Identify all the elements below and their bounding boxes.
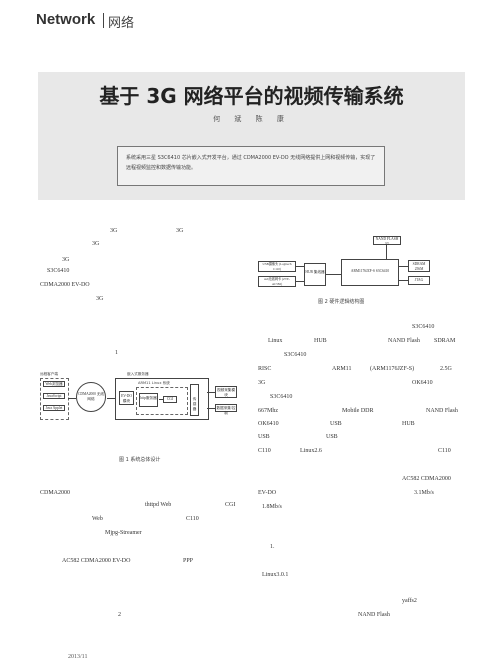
body-fragment: thttpd Web: [145, 502, 172, 508]
body-fragment: CGI: [225, 502, 236, 508]
section-divider: [103, 13, 104, 28]
body-fragment: SDRAM: [434, 338, 456, 344]
embedded-group-label: 嵌入式服务器: [127, 372, 149, 376]
body-fragment: Linux: [268, 338, 283, 344]
body-fragment: S3C6410: [270, 394, 293, 400]
body-fragment: C110: [258, 448, 271, 454]
body-fragment: USB: [258, 434, 270, 440]
body-fragment: C110: [186, 516, 199, 522]
article-authors: 何 斌 陈 康: [213, 115, 290, 123]
body-fragment: NAND Flash: [388, 338, 420, 344]
body-fragment: EV-DO: [258, 490, 277, 496]
body-fragment: Linux2.6: [300, 448, 322, 454]
client-group-label: 远程客户端: [40, 372, 58, 376]
article-abstract: 系统采用三星 S3C6410 芯片嵌入式开发平台，通过 CDMA2000 EV-…: [117, 146, 385, 186]
body-fragment: (ARM1176JZF-S): [370, 366, 415, 372]
figure-1-caption: 图 1 系统总体设计: [119, 457, 161, 463]
article-title: 基于 3G 网络平台的视频传输系统: [99, 84, 404, 108]
body-fragment: CDMA2000: [40, 490, 71, 496]
body-fragment: 3G: [96, 296, 104, 302]
evdo-module-block: EV-DO 模块: [119, 391, 134, 405]
usb-webcam-block: USB摄像头 (Logitech C110): [258, 261, 296, 272]
arrow: [159, 399, 163, 400]
web-browser-block: Web浏览器: [43, 381, 65, 387]
body-fragment: AC582 CDMA2000: [402, 476, 451, 482]
body-fragment: AC582 CDMA2000 EV-DO: [62, 558, 131, 564]
body-fragment: 3G: [110, 228, 118, 234]
body-fragment: HUB: [314, 338, 327, 344]
cgi-block: CGI: [163, 396, 177, 403]
arrow: [326, 274, 341, 275]
linux-system-group: [136, 387, 188, 415]
section-label-cn: 网络: [108, 16, 135, 31]
embedded-server-group: [115, 378, 209, 420]
sensor-block: 传感器: [190, 384, 199, 416]
body-fragment: ARM11: [332, 366, 352, 372]
body-fragment: OK6410: [258, 421, 279, 427]
body-fragment: 3G: [92, 241, 100, 247]
body-fragment: OK6410: [412, 380, 433, 386]
client-group: [40, 378, 69, 420]
arrow: [399, 266, 408, 267]
connector: [386, 245, 387, 259]
arrow: [207, 408, 215, 409]
body-fragment: 2: [118, 612, 121, 618]
body-fragment: 3G: [62, 257, 70, 263]
body-fragment: PPP: [183, 558, 194, 564]
usb-wireless-card-block: usb无线网卡 (ZTE-AC582): [258, 276, 296, 287]
body-fragment: Linux3.0.1: [262, 572, 289, 578]
body-fragment: Mobile DDR: [342, 408, 374, 414]
figure-2: NAND FLASH 2G USB摄像头 (Logitech C110) usb…: [258, 236, 463, 292]
javascript-block: JavaScript: [43, 393, 65, 399]
cdma-network-cloud: CDMA2000 无线网络: [76, 382, 106, 412]
arrow: [399, 280, 408, 281]
jtag-block: JTAG: [408, 276, 430, 285]
body-fragment: yaffs2: [402, 598, 417, 604]
body-fragment: 667Mhz: [258, 408, 278, 414]
linux-system-label: ARM11 Linux 系统: [138, 381, 170, 385]
body-fragment: 1.8Mb/s: [262, 504, 282, 510]
body-fragment: USB: [326, 434, 338, 440]
java-applet-block: Java Applet: [43, 405, 65, 411]
arrow: [68, 398, 76, 399]
figure-1: 远程客户端 Web浏览器 JavaScript Java Applet CDMA…: [40, 372, 255, 452]
nand-flash-block: NAND FLASH 2G: [373, 236, 401, 246]
body-fragment: S3C6410: [412, 324, 435, 330]
video-capture-block: 视频采集模块: [215, 386, 237, 398]
body-fragment: RISC: [258, 366, 272, 372]
body-fragment: Mjpg-Streamer: [105, 530, 142, 536]
arm-processor-block: ARM1176JZF-S S3C6410: [341, 259, 399, 286]
body-fragment: Web: [92, 516, 103, 522]
arrow: [207, 392, 215, 393]
body-fragment: 3.1Mb/s: [414, 490, 434, 496]
figure-2-caption: 图 2 硬件逻辑结构图: [318, 299, 365, 305]
body-fragment: 3G: [176, 228, 184, 234]
body-fragment: HUB: [402, 421, 415, 427]
sdram-block: SDRAM 256M: [408, 260, 430, 272]
body-fragment: CDMA2000 EV-DO: [40, 282, 90, 288]
http-server-block: http服务器: [139, 393, 158, 407]
body-fragment: USB: [330, 421, 342, 427]
body-fragment: S3C6410: [47, 268, 70, 274]
body-fragment: NAND Flash: [426, 408, 458, 414]
body-fragment: NAND Flash: [358, 612, 390, 618]
section-label-en: Network: [36, 11, 96, 28]
body-fragment: 2.5G: [440, 366, 452, 372]
page-footer: 2013/11: [68, 654, 88, 660]
arrow: [107, 398, 115, 399]
body-fragment: C110: [438, 448, 451, 454]
arrow: [296, 281, 304, 282]
body-fragment: 1.: [270, 544, 275, 550]
body-fragment: 3G: [258, 380, 266, 386]
body-fragment: S3C6410: [284, 352, 307, 358]
hub-block: HUB 集线器: [304, 263, 326, 286]
body-fragment: 1: [115, 350, 118, 356]
arrow: [296, 266, 304, 267]
data-control-block: 数据采集/控制: [215, 404, 237, 415]
